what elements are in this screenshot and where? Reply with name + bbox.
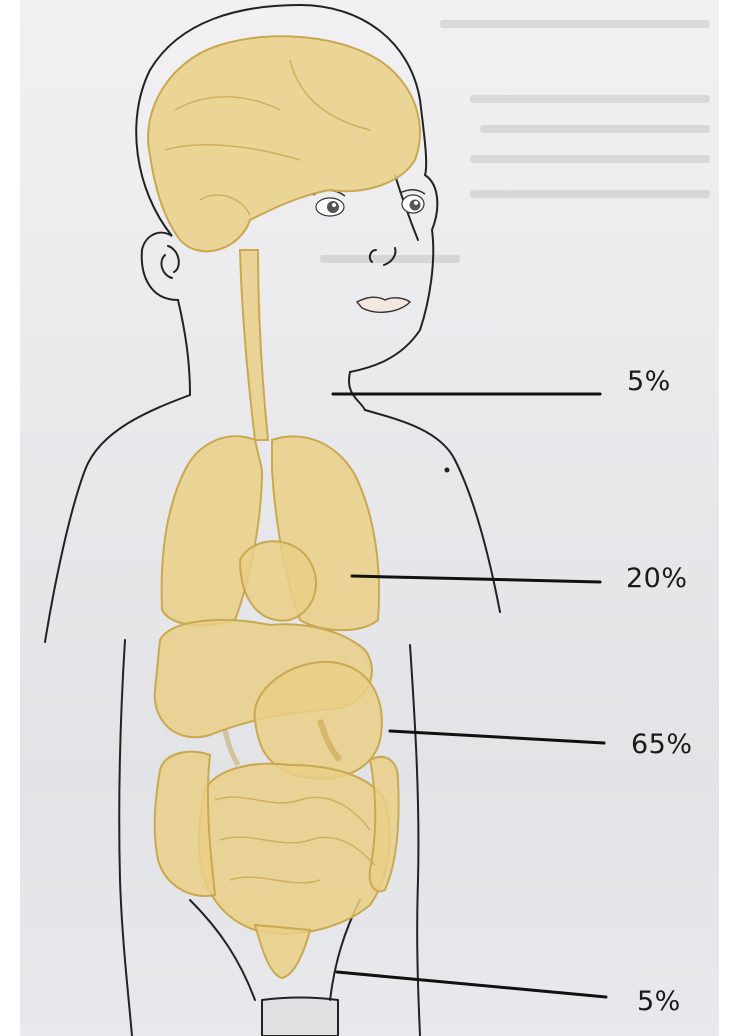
leader-line-abdomen: [390, 731, 604, 743]
label-head-percent: 5%: [627, 366, 671, 397]
spinal-cord: [240, 250, 268, 440]
large-intestine-left: [155, 752, 215, 896]
brain: [148, 36, 420, 251]
organs: [148, 36, 420, 978]
label-chest-percent: 20%: [626, 563, 688, 594]
leader-line-pelvis: [337, 972, 606, 997]
eyes: [313, 190, 425, 216]
leader-line-chest: [352, 576, 600, 582]
bladder: [255, 925, 310, 978]
label-pelvis-percent: 5%: [637, 986, 681, 1017]
heart: [240, 541, 316, 620]
label-abdomen-percent: 65%: [631, 729, 693, 760]
body-outline: [262, 998, 338, 1036]
small-intestine: [199, 764, 389, 934]
mouth: [357, 297, 410, 312]
stomach: [255, 662, 382, 779]
